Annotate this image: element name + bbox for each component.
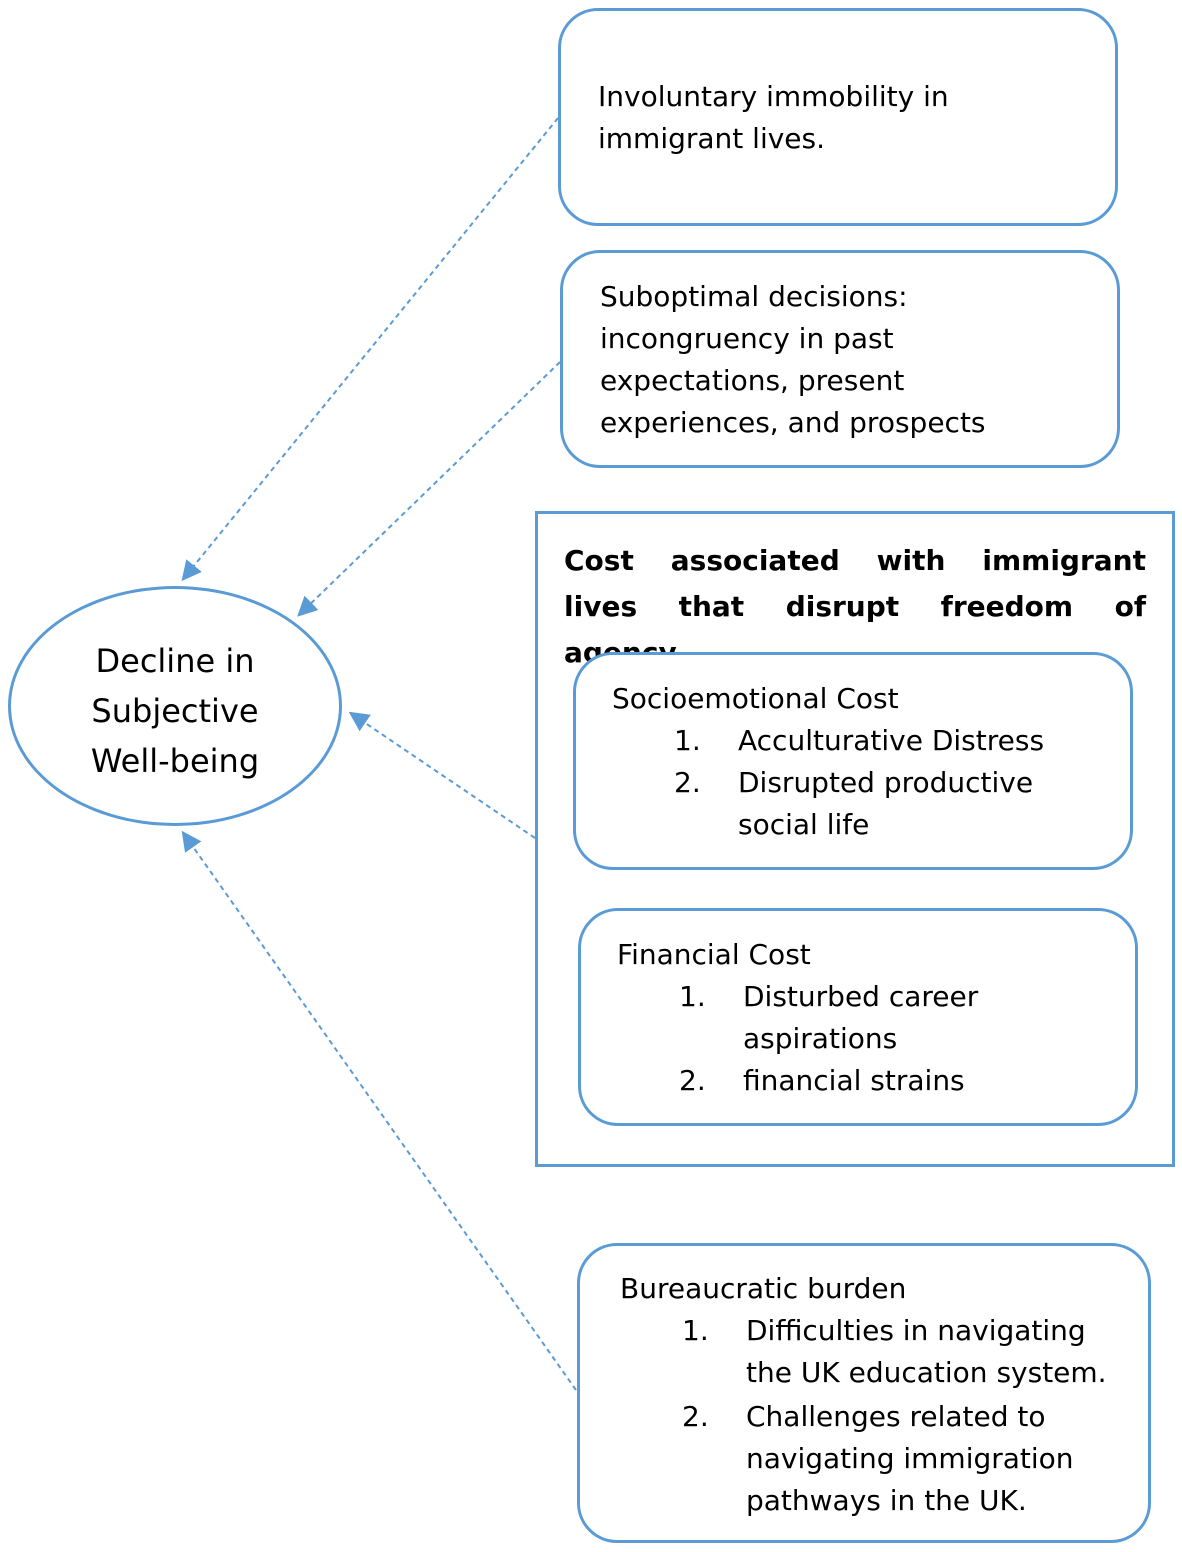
immobility-line: immigrant lives. xyxy=(598,122,826,155)
item-label: Acculturative Distress xyxy=(738,720,1044,762)
item-number: 1. xyxy=(682,1314,709,1347)
outcome-line: Well-being xyxy=(90,742,260,780)
item-label: Challenges related to navigating immigra… xyxy=(746,1396,1074,1522)
decisions-box xyxy=(560,250,1120,468)
item-line: financial strains xyxy=(743,1064,965,1097)
item-line: Disrupted productive xyxy=(738,766,1034,799)
item-line: the UK education system. xyxy=(746,1356,1107,1389)
outcome-label: Decline in Subjective Well-being xyxy=(8,636,342,786)
bureaucratic-box xyxy=(577,1243,1151,1543)
item-number: 2. xyxy=(679,1064,706,1097)
arrow-immobility xyxy=(181,117,559,582)
arrow-bureaucratic xyxy=(181,830,577,1391)
item-number: 1. xyxy=(674,724,701,757)
arrow-decisions xyxy=(297,361,561,617)
item-line: Acculturative Distress xyxy=(738,724,1045,757)
financial-box xyxy=(578,908,1138,1126)
outcome-line: Decline in xyxy=(95,642,255,680)
financial-title: Financial Cost xyxy=(617,938,811,971)
outcome-line: Subjective xyxy=(91,692,259,730)
item-line: Challenges related to xyxy=(746,1400,1046,1433)
item-label: financial strains xyxy=(743,1060,965,1102)
decisions-line: Suboptimal decisions: xyxy=(600,280,908,313)
outcome-ellipse xyxy=(8,586,342,826)
item-number: 1. xyxy=(679,980,706,1013)
decisions-line: incongruency in past xyxy=(600,322,894,355)
arrow-cost xyxy=(348,711,536,839)
cost-group-heading: Cost associated with immigrant lives tha… xyxy=(564,544,1146,669)
item-line: pathways in the UK. xyxy=(746,1484,1027,1517)
item-line: aspirations xyxy=(743,1022,898,1055)
item-line: Difficulties in navigating xyxy=(746,1314,1086,1347)
socioemotional-title: Socioemotional Cost xyxy=(612,682,899,715)
bureaucratic-title: Bureaucratic burden xyxy=(620,1272,907,1305)
item-number: 2. xyxy=(674,766,701,799)
item-number: 2. xyxy=(682,1400,709,1433)
item-label: Disturbed career aspirations xyxy=(743,976,978,1060)
immobility-text: Involuntary immobility in immigrant live… xyxy=(598,76,949,160)
item-label: Disrupted productive social life xyxy=(738,762,1033,846)
immobility-line: Involuntary immobility in xyxy=(598,80,949,113)
item-label: Difficulties in navigating the UK educat… xyxy=(746,1310,1107,1394)
decisions-line: expectations, present xyxy=(600,364,905,397)
item-line: social life xyxy=(738,808,870,841)
item-line: navigating immigration xyxy=(746,1442,1074,1475)
item-line: Disturbed career xyxy=(743,980,979,1013)
decisions-text: Suboptimal decisions: incongruency in pa… xyxy=(600,276,986,444)
socioemotional-box xyxy=(573,652,1133,870)
decisions-line: experiences, and prospects xyxy=(600,406,986,439)
immobility-box xyxy=(558,8,1118,226)
